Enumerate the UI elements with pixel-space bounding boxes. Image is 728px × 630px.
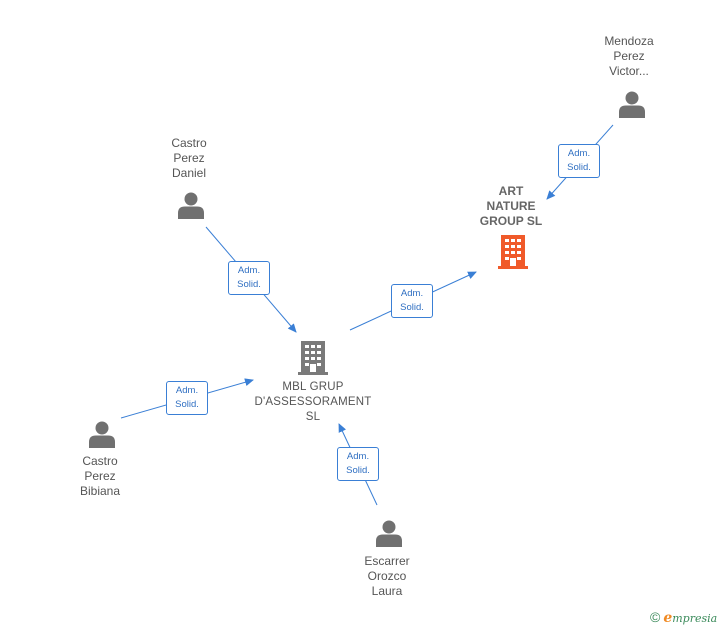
person-label-castro-bibiana[interactable]: Castro Perez Bibiana	[60, 454, 140, 499]
role-badge-line: Adm.	[567, 148, 591, 159]
person-label-escarrer[interactable]: Escarrer Orozco Laura	[347, 554, 427, 599]
role-badge-line: Adm.	[175, 385, 199, 396]
role-badge-daniel-mbl[interactable]: Adm. Solid.	[228, 261, 270, 295]
person-label-mendoza[interactable]: Mendoza Perez Victor...	[589, 34, 669, 79]
role-badge-line: Adm.	[237, 265, 261, 276]
company-label-mbl[interactable]: MBL GRUP D'ASSESSORAMENT SL	[243, 380, 383, 425]
person-icon[interactable]	[617, 90, 647, 118]
person-name-line: Laura	[371, 584, 403, 598]
person-name-line: Escarrer	[364, 554, 410, 568]
copyright-symbol: ©	[650, 609, 661, 625]
company-name-line: ART	[498, 184, 524, 198]
role-badge-escarrer-mbl[interactable]: Adm. Solid.	[337, 447, 379, 481]
person-icon[interactable]	[87, 420, 117, 448]
person-icon[interactable]	[176, 191, 206, 219]
company-name-line: SL	[305, 411, 321, 423]
role-badge-line: Solid.	[567, 162, 591, 173]
role-badge-line: Solid.	[175, 399, 199, 410]
person-name-line: Perez	[173, 151, 205, 165]
person-name-line: Victor...	[609, 64, 649, 78]
person-icon[interactable]	[374, 519, 404, 547]
brand-initial: e	[663, 610, 673, 626]
role-badge-mendoza-art[interactable]: Adm. Solid.	[558, 144, 600, 178]
role-badge-line: Solid.	[237, 279, 261, 290]
person-name-line: Castro	[82, 454, 118, 468]
empresia-watermark: ©empresia	[650, 609, 717, 626]
role-badge-line: Adm.	[400, 288, 424, 299]
role-badge-line: Solid.	[400, 302, 424, 313]
person-name-line: Daniel	[171, 166, 207, 180]
company-name-line: D'ASSESSORAMENT	[254, 396, 372, 408]
brand-name: mpresia	[672, 612, 718, 625]
building-icon[interactable]	[497, 235, 529, 269]
person-name-line: Perez	[613, 49, 645, 63]
company-name-line: GROUP SL	[479, 214, 543, 228]
company-name-line: MBL GRUP	[282, 381, 344, 393]
person-name-line: Mendoza	[604, 34, 654, 48]
role-badge-bibiana-mbl[interactable]: Adm. Solid.	[166, 381, 208, 415]
building-icon[interactable]	[298, 341, 328, 375]
company-name-line: NATURE	[486, 199, 536, 213]
person-name-line: Bibiana	[79, 484, 121, 498]
role-badge-line: Solid.	[346, 465, 370, 476]
person-name-line: Perez	[84, 469, 116, 483]
role-badge-line: Adm.	[346, 451, 370, 462]
company-label-art-nature[interactable]: ART NATURE GROUP SL	[461, 184, 561, 229]
person-name-line: Castro	[171, 136, 207, 150]
role-badge-mbl-art[interactable]: Adm. Solid.	[391, 284, 433, 318]
person-name-line: Orozco	[367, 569, 407, 583]
person-label-castro-daniel[interactable]: Castro Perez Daniel	[149, 136, 229, 181]
